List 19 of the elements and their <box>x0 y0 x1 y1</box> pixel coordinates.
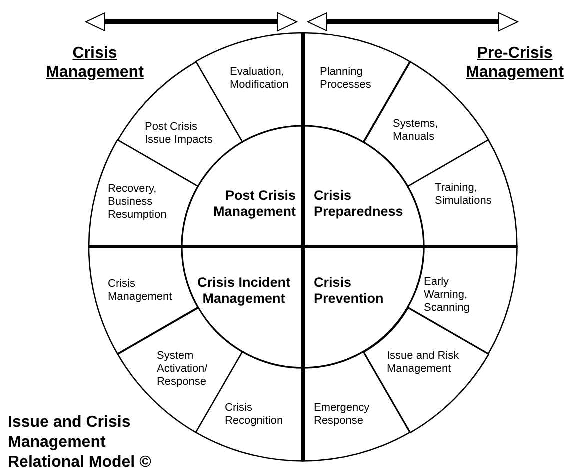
quadrant-label: Crisis Incident Management <box>196 275 292 307</box>
diagram-title: Issue and Crisis Management Relational Model © <box>8 413 152 473</box>
segment-label: Crisis Recognition <box>225 402 284 428</box>
section-heading: Pre-Crisis Management <box>465 44 565 82</box>
section-heading: Crisis Management <box>45 44 145 82</box>
quadrant-label: Crisis Prevention <box>314 275 385 307</box>
segment-label: Evaluation, Modification <box>230 66 290 92</box>
segment-label: Post Crisis Issue Impacts <box>144 120 214 147</box>
quadrant-label: Crisis Preparedness <box>314 188 404 220</box>
segment-label: Recovery, Business Resumption <box>108 183 168 222</box>
segment-label: System Activation/ Response <box>156 350 209 389</box>
segment-label: Emergency Response <box>314 402 371 428</box>
segment-label: Planning Processes <box>320 66 372 92</box>
segment-label: Training, Simulations <box>434 182 493 208</box>
segment-label: Crisis Management <box>108 278 174 304</box>
segment-label: Systems, Manuals <box>393 118 440 144</box>
quadrant-label: Post Crisis Management <box>212 188 296 220</box>
segment-label: Issue and Risk Management <box>387 350 460 376</box>
segment-label: Early Warning, Scanning <box>424 276 471 315</box>
